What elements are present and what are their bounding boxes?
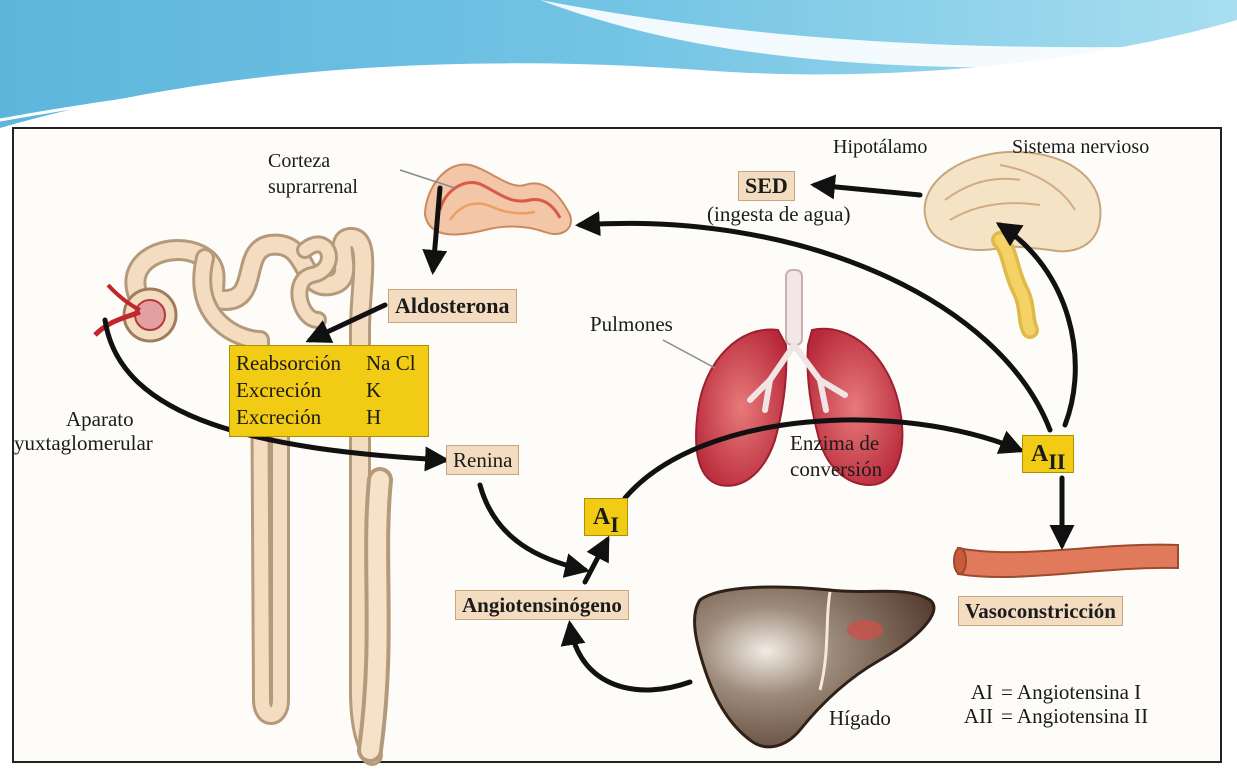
label-ingesta: (ingesta de agua) (707, 203, 850, 225)
label-suprarrenal: suprarrenal (268, 176, 358, 198)
renal-effects-box: Reabsorción Na Cl Excreción K Excreción … (229, 345, 429, 437)
brain-illustration (925, 152, 1101, 330)
label-higado: Hígado (829, 707, 891, 729)
effect-ion: K (366, 377, 381, 404)
arrow-liver-to-angiotensinogeno (570, 625, 690, 690)
renina-box: Renina (446, 445, 519, 475)
label-corteza: Corteza (268, 150, 330, 172)
a2-subscript: II (1048, 449, 1065, 474)
blood-vessel (954, 545, 1178, 577)
effect-ion: H (366, 404, 381, 431)
abbreviation-legend: AI = Angiotensina I AII = Angiotensina I… (955, 680, 1148, 728)
legend-row: AI = Angiotensina I (955, 680, 1148, 704)
legend-abbr: AII (955, 704, 993, 728)
aldosterona-box: Aldosterona (388, 289, 517, 323)
legend-abbr: AI (955, 680, 993, 704)
effect-row: Reabsorción Na Cl (236, 350, 422, 377)
adrenal-gland (425, 164, 571, 234)
a2-letter: A (1031, 441, 1048, 467)
effect-row: Excreción K (236, 377, 422, 404)
effect-row: Excreción H (236, 404, 422, 431)
effect-action: Excreción (236, 377, 366, 404)
label-enzima: Enzima de (790, 432, 879, 454)
vasoconstriccion-box: Vasoconstricción (958, 596, 1123, 626)
arrow-angiotensinogeno-up (585, 540, 607, 582)
sed-box: SED (738, 171, 795, 201)
effect-ion: Na Cl (366, 350, 416, 377)
liver-illustration (695, 587, 934, 747)
label-sistema-nervioso: Sistema nervioso (1012, 136, 1149, 158)
label-hipotalamo: Hipotálamo (833, 136, 927, 158)
label-pulmones: Pulmones (590, 313, 673, 335)
effect-action: Excreción (236, 404, 366, 431)
label-conversion: conversión (790, 458, 882, 480)
a1-letter: A (593, 504, 610, 530)
a1-box: AI (584, 498, 628, 536)
label-yuxtaglomerular: yuxtaglomerular (14, 432, 153, 454)
legend-meaning: = Angiotensina II (1001, 704, 1148, 728)
arrow-brain-to-sed (815, 185, 920, 195)
a1-subscript: I (610, 512, 619, 537)
legend-meaning: = Angiotensina I (1001, 680, 1141, 704)
arrow-renina-to-a1 (480, 485, 585, 570)
angiotensinogeno-box: Angiotensinógeno (455, 590, 629, 620)
legend-row: AII = Angiotensina II (955, 704, 1148, 728)
effect-action: Reabsorción (236, 350, 366, 377)
label-aparato: Aparato (66, 408, 134, 430)
a2-box: AII (1022, 435, 1074, 473)
